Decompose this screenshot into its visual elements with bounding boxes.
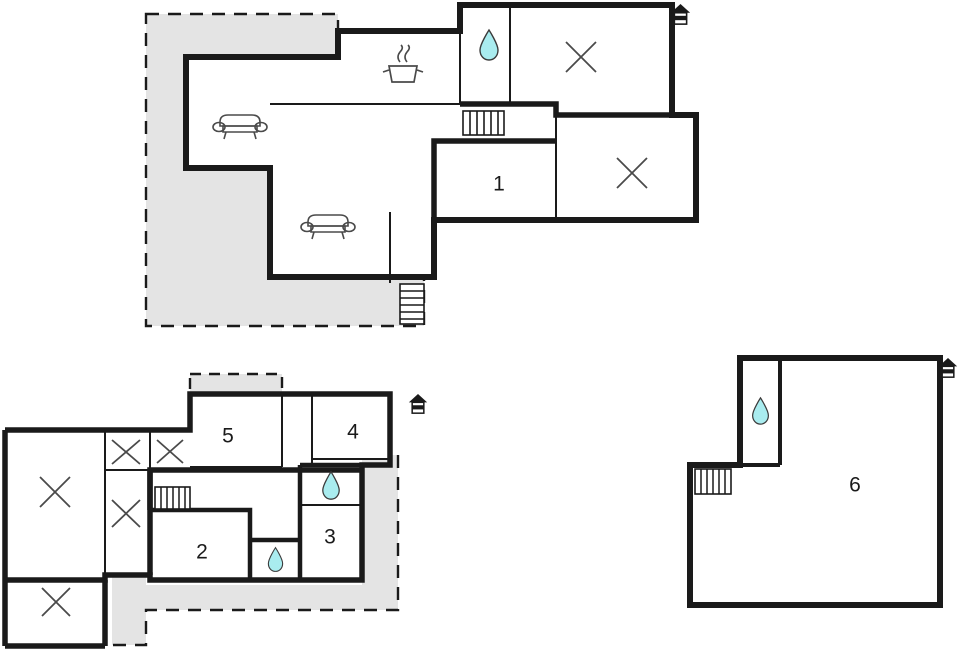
terrace-area-lower-main	[112, 455, 400, 647]
lower-plan-inner-walls	[105, 462, 362, 580]
cross-mark-icon	[156, 439, 184, 464]
room-number-5: 5	[222, 425, 234, 448]
cross-mark-icon	[565, 41, 597, 73]
stairs-horizontal-icon	[462, 110, 505, 136]
upper-room-fills	[186, 5, 696, 277]
house-entrance-icon	[408, 393, 428, 414]
stairs-horizontal-icon	[154, 486, 191, 510]
upper-plan-partitions	[270, 5, 557, 283]
room-number-4: 4	[347, 421, 359, 444]
terrace-area-lower-top	[188, 372, 284, 396]
room-number-6: 6	[849, 474, 861, 497]
stairs-horizontal-icon	[694, 468, 732, 495]
room-number-2: 2	[196, 541, 208, 564]
annex-partitions	[690, 358, 782, 467]
floor-annex-plan: 6	[687, 355, 958, 608]
cross-mark-icon	[616, 157, 648, 189]
cross-mark-icon	[41, 587, 71, 617]
room-number-3: 3	[324, 526, 336, 549]
cross-mark-icon	[111, 439, 141, 465]
upper-plan-walls	[183, 2, 699, 280]
floor-lower-left-plan: 5 4 3 2	[2, 372, 428, 649]
floor-upper-plan: 1	[144, 2, 699, 328]
upper-plan-inner-walls	[431, 101, 672, 220]
stairs-vertical-icon	[399, 283, 425, 325]
annex-room-fill	[690, 358, 940, 605]
cross-mark-icon	[111, 499, 141, 528]
room-number-1: 1	[493, 173, 505, 196]
cross-mark-icon	[39, 476, 71, 508]
